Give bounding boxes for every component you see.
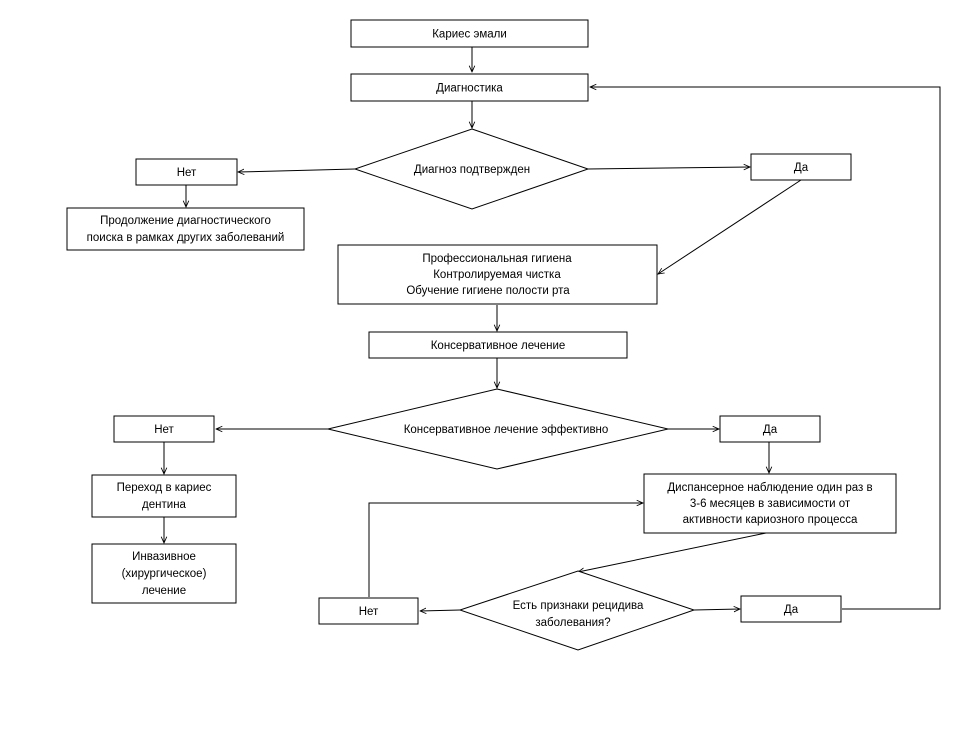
node-dentin-caries: Переход в кариес дентина — [91, 474, 237, 518]
node-continue-search: Продолжение диагностического поиска в ра… — [66, 207, 305, 251]
relapse-signs-line-2: заболевания? — [535, 617, 610, 629]
edge-dispensary-to-decision3 — [578, 532, 767, 572]
continue-search-line-2: поиска в рамках других заболеваний — [87, 232, 285, 244]
node-no-2: Нет — [113, 415, 215, 443]
dentin-caries-line-1: Переход в кариес — [117, 482, 212, 494]
node-yes-3: Да — [740, 595, 842, 623]
no-3-label: Нет — [359, 606, 379, 618]
edge-yes3-loop-to-diagnostics — [590, 87, 941, 610]
no-1-label: Нет — [177, 167, 197, 179]
node-yes-1: Да — [750, 153, 852, 181]
edges — [164, 47, 941, 611]
node-dispensary: Диспансерное наблюдение один раз в 3-6 м… — [643, 473, 897, 534]
hygiene-line-1: Профессиональная гигиена — [422, 253, 572, 265]
dispensary-line-1: Диспансерное наблюдение один раз в — [667, 482, 872, 494]
decision-treatment-effective: Консервативное лечение эффективно — [327, 388, 669, 470]
invasive-treatment-line-3: лечение — [142, 585, 186, 597]
conservative-treatment-label: Консервативное лечение — [431, 340, 566, 352]
yes-2-label: Да — [763, 424, 778, 436]
yes-1-label: Да — [794, 162, 809, 174]
hygiene-line-2: Контролируемая чистка — [433, 269, 561, 281]
dispensary-line-3: активности кариозного процесса — [683, 514, 858, 526]
edge-decision1-to-no — [238, 168, 356, 172]
node-no-1: Нет — [135, 158, 238, 186]
dispensary-line-2: 3-6 месяцев в зависимости от — [690, 498, 851, 510]
node-conservative-treatment: Консервативное лечение — [368, 331, 628, 359]
no-2-label: Нет — [154, 424, 174, 436]
edge-no3-loop-to-dispensary — [368, 503, 643, 597]
edge-yes1-to-hygiene — [658, 179, 802, 274]
node-enamel-caries: Кариес эмали — [350, 19, 589, 48]
edge-decision1-to-yes — [587, 167, 750, 169]
edge-decision3-to-no — [420, 610, 461, 611]
node-hygiene: Профессиональная гигиена Контролируемая … — [337, 244, 658, 305]
node-yes-2: Да — [719, 415, 821, 443]
node-no-3: Нет — [318, 597, 419, 625]
diagnosis-confirmed-label: Диагноз подтвержден — [414, 164, 530, 176]
invasive-treatment-line-1: Инвазивное — [132, 551, 196, 563]
relapse-signs-line-1: Есть признаки рецидива — [513, 600, 644, 612]
hygiene-line-3: Обучение гигиене полости рта — [406, 285, 570, 297]
edge-decision3-to-yes — [693, 609, 740, 610]
dentin-caries-line-2: дентина — [142, 499, 186, 511]
decision-relapse-signs: Есть признаки рецидива заболевания? — [458, 570, 696, 651]
invasive-treatment-line-2: (хирургическое) — [122, 568, 207, 580]
node-diagnostics: Диагностика — [350, 73, 589, 102]
yes-3-label: Да — [784, 604, 799, 616]
continue-search-line-1: Продолжение диагностического — [100, 215, 271, 227]
node-invasive-treatment: Инвазивное (хирургическое) лечение — [91, 543, 237, 604]
decision-diagnosis-confirmed: Диагноз подтвержден — [353, 128, 590, 210]
enamel-caries-label: Кариес эмали — [432, 29, 507, 41]
treatment-effective-label: Консервативное лечение эффективно — [404, 424, 609, 436]
diagnostics-label: Диагностика — [436, 83, 503, 95]
